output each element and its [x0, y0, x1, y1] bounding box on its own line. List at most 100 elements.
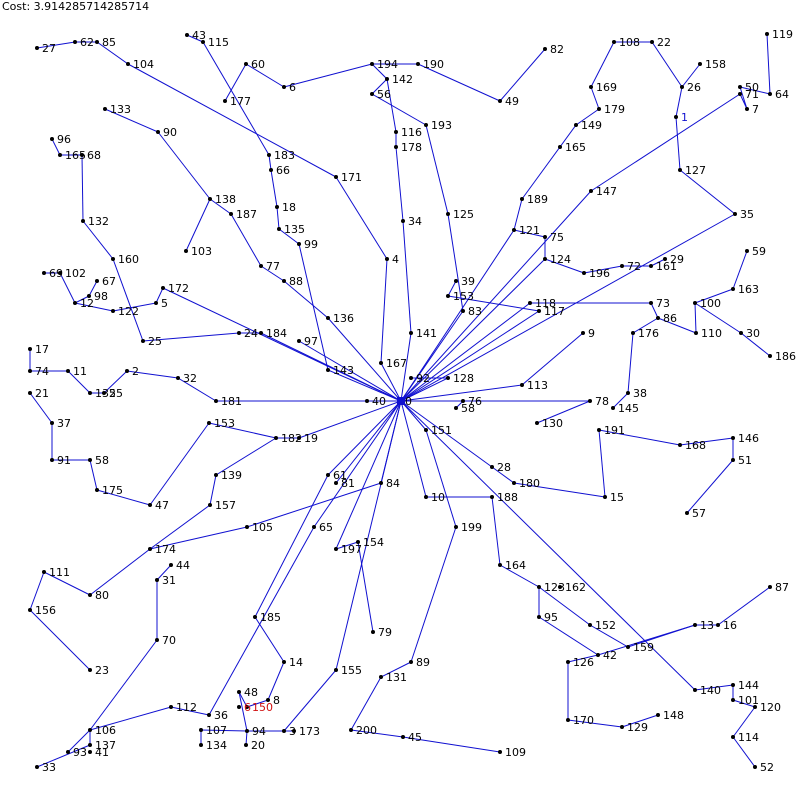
node-label: 84	[386, 477, 400, 490]
route-edge	[499, 564, 540, 588]
node-marker	[50, 458, 54, 462]
node-label: 193	[431, 119, 452, 132]
node-marker	[73, 40, 77, 44]
node-label: 69	[49, 267, 63, 280]
node-label: 60	[251, 58, 265, 71]
route-edge	[732, 250, 748, 290]
node-marker	[409, 376, 413, 380]
route-edge	[74, 295, 90, 304]
route-edge	[238, 691, 248, 708]
route-edge	[675, 116, 681, 171]
node-label: 124	[550, 253, 571, 266]
route-edge	[589, 624, 629, 648]
route-edge	[740, 332, 771, 357]
node-marker	[582, 271, 586, 275]
node-marker	[50, 137, 54, 141]
route-edge	[270, 169, 278, 208]
node-label: 32	[183, 372, 197, 385]
route-edge	[298, 243, 329, 371]
node-label: 90	[163, 126, 177, 139]
route-edge	[209, 474, 217, 506]
route-edge	[657, 317, 697, 334]
node-marker	[597, 107, 601, 111]
node-label: 174	[155, 543, 176, 556]
node-marker	[277, 227, 281, 231]
node-marker	[446, 376, 450, 380]
node-label: 10	[431, 491, 445, 504]
node-label: 194	[377, 58, 398, 71]
route-edge	[681, 63, 701, 88]
node-marker	[626, 645, 630, 649]
node-marker	[512, 481, 516, 485]
node-marker	[208, 197, 212, 201]
node-label: 175	[102, 484, 123, 497]
node-marker	[394, 145, 398, 149]
node-marker	[148, 547, 152, 551]
node-label: 35	[740, 208, 754, 221]
node-label: 36	[214, 709, 228, 722]
node-label: 83	[468, 305, 482, 318]
node-marker	[768, 92, 772, 96]
node-marker	[512, 228, 516, 232]
route-edge	[651, 41, 683, 88]
node-marker	[566, 718, 570, 722]
route-edge	[208, 422, 277, 439]
route-edge	[400, 377, 449, 402]
node-marker	[731, 735, 735, 739]
route-edge	[513, 229, 546, 238]
route-edge	[732, 706, 756, 738]
node-label: 131	[386, 671, 407, 684]
route-edge	[400, 310, 540, 402]
node-label: 122	[118, 305, 139, 318]
route-edge	[598, 429, 681, 446]
node-marker	[155, 638, 159, 642]
node-marker	[490, 495, 494, 499]
node-marker	[535, 421, 539, 425]
route-edge	[694, 302, 742, 334]
node-label: 186	[775, 350, 796, 363]
node-label: 108	[619, 36, 640, 49]
node-label: 55	[109, 387, 123, 400]
route-edge	[327, 317, 402, 402]
node-label: 132	[88, 215, 109, 228]
node-label: 153	[214, 417, 235, 430]
node-marker	[490, 465, 494, 469]
node-label: 87	[775, 581, 789, 594]
node-label: 77	[266, 260, 280, 273]
node-label: 6	[244, 701, 251, 714]
node-marker	[282, 279, 286, 283]
route-edge	[544, 258, 585, 274]
route-edge	[96, 41, 129, 65]
node-marker	[95, 40, 99, 44]
route-edge	[157, 131, 211, 200]
node-label: 48	[244, 686, 258, 699]
node-label: 136	[333, 312, 354, 325]
node-marker	[356, 540, 360, 544]
route-edge	[177, 377, 217, 402]
route-edge	[142, 332, 240, 342]
node-label: 106	[95, 724, 116, 737]
route-edge	[202, 41, 270, 156]
route-edge	[327, 369, 402, 402]
node-marker	[379, 675, 383, 679]
node-label: 169	[596, 81, 617, 94]
node-marker	[574, 123, 578, 127]
node-label: 98	[94, 290, 108, 303]
node-label: 185	[260, 611, 281, 624]
node-marker	[297, 242, 301, 246]
node-label: 61	[333, 469, 347, 482]
route-edge	[380, 362, 402, 402]
node-marker	[543, 47, 547, 51]
route-edge	[536, 400, 591, 424]
route-edge	[254, 474, 329, 618]
route-edge	[371, 63, 388, 80]
node-label: 86	[663, 312, 677, 325]
node-marker	[334, 175, 338, 179]
route-edge	[186, 34, 204, 43]
node-marker	[111, 257, 115, 261]
route-edge	[400, 258, 546, 402]
route-edge	[567, 719, 623, 728]
node-label: 74	[35, 365, 49, 378]
node-marker	[125, 369, 129, 373]
node-label: 38	[633, 387, 647, 400]
